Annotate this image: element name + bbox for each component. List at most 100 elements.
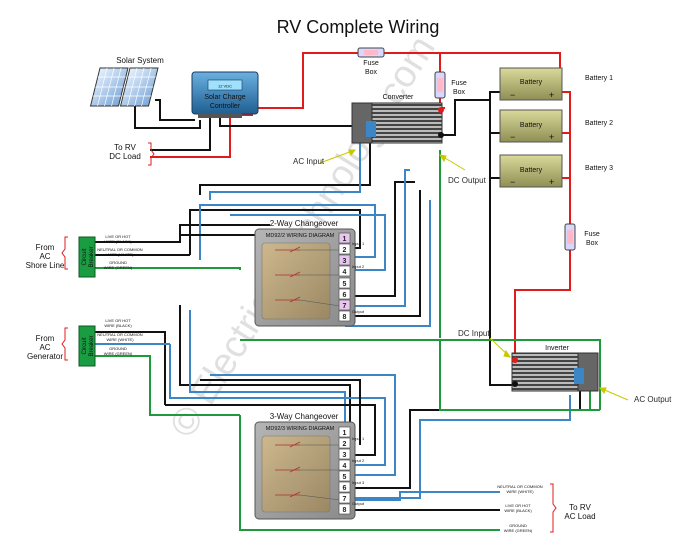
dc-load-label-1: To RV: [114, 143, 136, 152]
c2-input1: Input 1: [352, 241, 365, 246]
ac-load-label-1: To RV: [569, 503, 591, 512]
charge-controller: 12 VDC Solar Charge Controller: [191, 71, 259, 118]
dc-output-label: DC Output: [448, 176, 487, 185]
shore-live-1: LIVE OR HOT: [105, 234, 131, 239]
battery-2-label: Battery: [520, 122, 543, 129]
shore-label-1: From: [36, 243, 55, 252]
changeover2-pins: 1 2 3 4 5 6 7 8: [338, 232, 351, 322]
changeover-3way: [254, 421, 356, 520]
page-title: RV Complete Wiring: [277, 17, 440, 37]
generator-label-1: From: [36, 334, 55, 343]
c2-pin-6: 6: [343, 292, 347, 299]
breaker-gen-label-1: Circuit: [82, 337, 88, 354]
shore-live-2: WIRE (BLACK): [104, 239, 132, 244]
converter-label: Converter: [383, 94, 414, 101]
breaker-gen-label-2: Breaker: [89, 335, 95, 356]
battery-3-name: Battery 3: [585, 165, 613, 172]
c3-pin-8: 8: [343, 507, 347, 514]
shore-label-3: Shore Line: [26, 261, 65, 270]
battery-3-positive: +: [549, 177, 554, 187]
controller-label-2: Controller: [210, 103, 241, 110]
load-ground-1: GROUND: [509, 523, 527, 528]
gen-neutral-2: WIRE (WHITE): [106, 337, 134, 342]
gen-ground-1: GROUND: [109, 346, 127, 351]
battery-1-label: Battery: [520, 79, 543, 86]
fuse-top: [357, 47, 385, 58]
dc-input-label: DC Input: [458, 329, 490, 338]
c3-output: Output: [352, 501, 365, 506]
c3-pin-2: 2: [343, 441, 347, 448]
c3-input1: Input 1: [352, 436, 365, 441]
gen-live-1: LIVE OR HOT: [105, 318, 131, 323]
c3-pin-3: 3: [343, 452, 347, 459]
c2-pin-5: 5: [343, 281, 347, 288]
generator-bracket: [61, 327, 68, 361]
converter: [351, 102, 444, 144]
battery-1: Battery − +: [499, 67, 563, 101]
dc-load-bracket: [148, 142, 155, 166]
battery-3-negative: −: [510, 177, 515, 187]
changeover3-title: 3-Way Changeover: [270, 412, 339, 421]
breaker-shore-label-1: Circuit: [82, 248, 88, 265]
controller-label-1: Solar Charge: [204, 94, 245, 101]
fuse-middle-label-2: Box: [453, 89, 466, 96]
battery-1-negative: −: [510, 90, 515, 100]
fuse-top-label-1: Fuse: [363, 60, 379, 67]
gen-live-2: WIRE (BLACK): [104, 323, 132, 328]
load-neutral-1: NEUTRAL OR COMMON: [497, 484, 543, 489]
changeover3-diagram: MD92/3 WIRING DIAGRAM: [266, 426, 335, 432]
changeover3-pins: 1 2 3 4 6 5 7 8: [338, 426, 351, 515]
circuit-breaker-shore: Circuit Breaker: [78, 236, 96, 278]
inverter: [511, 352, 599, 392]
load-live-1: LIVE OR HOT: [505, 503, 531, 508]
fuse-right-label-1: Fuse: [584, 231, 600, 238]
c3-pin-6: 6: [343, 485, 347, 492]
fuse-middle: [434, 71, 446, 99]
battery-1-positive: +: [549, 90, 554, 100]
ac-input-label: AC Input: [293, 157, 325, 166]
ac-load-label-2: AC Load: [564, 512, 595, 521]
battery-1-name: Battery 1: [585, 75, 613, 82]
wires: [95, 52, 601, 531]
c2-pin-4: 4: [343, 269, 347, 276]
controller-voltage: 12 VDC: [218, 84, 232, 89]
c2-pin-7: 7: [343, 303, 347, 310]
dc-load-label-2: DC Load: [109, 152, 141, 161]
breaker-shore-label-2: Breaker: [89, 246, 95, 267]
fuse-right: [564, 223, 576, 251]
load-neutral-2: WIRE (WHITE): [506, 489, 534, 494]
changeover2-title: 2-Way Changeover: [270, 219, 339, 228]
c3-pin-7: 7: [343, 496, 347, 503]
shore-neutral-1: NEUTRAL OR COMMON: [97, 247, 143, 252]
generator-label-3: Generator: [27, 352, 63, 361]
c3-input3: Input 3: [352, 480, 365, 485]
gen-neutral-1: NEUTRAL OR COMMON: [97, 332, 143, 337]
battery-2-positive: +: [549, 132, 554, 142]
gen-ground-2: WIRE (GREEN): [104, 351, 133, 356]
shore-neutral-2: WIRE (WHITE): [106, 252, 134, 257]
c2-pin-1: 1: [343, 236, 347, 243]
battery-2-name: Battery 2: [585, 120, 613, 127]
c2-output: Output: [352, 309, 365, 314]
inverter-label: Inverter: [545, 345, 569, 352]
load-ground-2: WIRE (GREEN): [504, 528, 533, 533]
solar-system-label: Solar System: [116, 56, 164, 65]
fuse-right-label-2: Box: [586, 240, 599, 247]
shore-ground-2: WIRE (GREEN): [104, 265, 133, 270]
circuit-breaker-generator: Circuit Breaker: [78, 325, 96, 367]
annotation-arrows: [319, 149, 629, 401]
c2-input2: Input 2: [352, 264, 365, 269]
fuse-middle-label-1: Fuse: [451, 80, 467, 87]
generator-label-2: AC: [39, 343, 50, 352]
c2-pin-8: 8: [343, 314, 347, 321]
c3-input2: Input 2: [352, 458, 365, 463]
c3-pin-4: 4: [343, 463, 347, 470]
battery-2-negative: −: [510, 132, 515, 142]
battery-3: Battery − +: [499, 154, 563, 188]
shore-bracket: [61, 236, 68, 270]
ac-load-bracket: [550, 483, 557, 533]
c3-pin-1: 1: [343, 430, 347, 437]
c2-pin-3: 3: [343, 258, 347, 265]
battery-3-label: Battery: [520, 167, 543, 174]
